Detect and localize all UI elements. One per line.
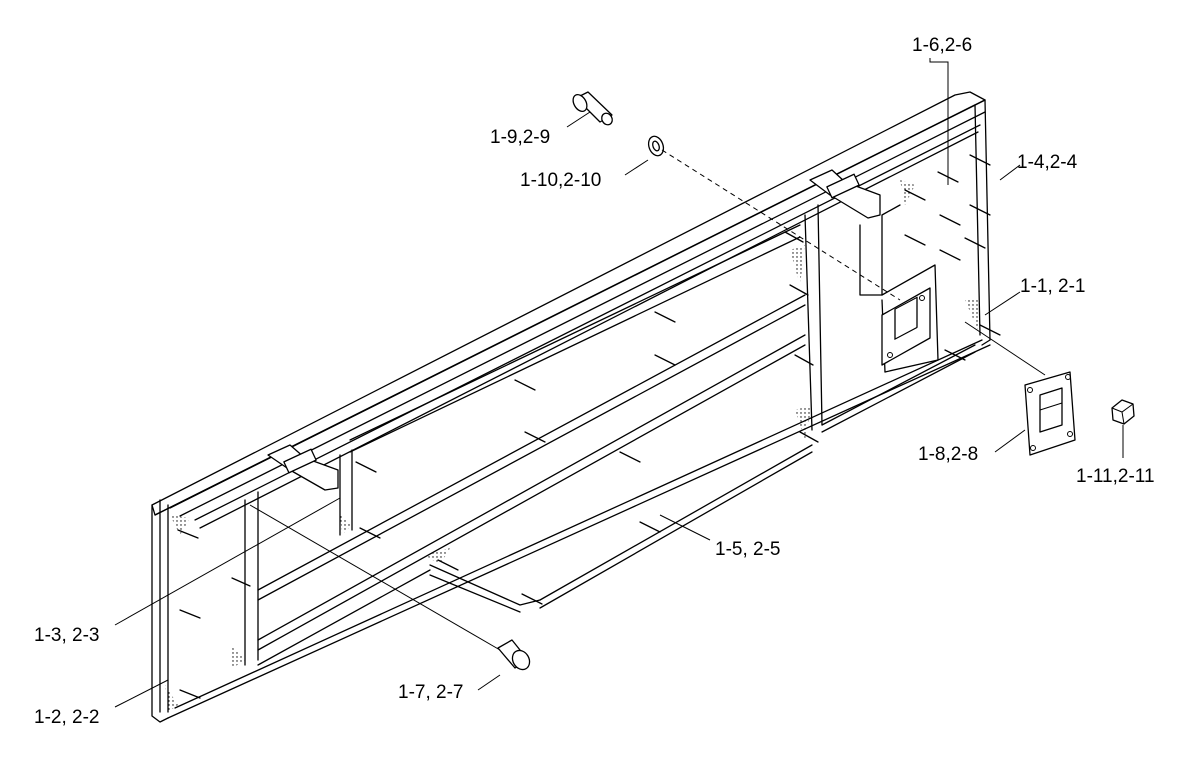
nut-part [1111, 399, 1135, 425]
panel-gasket [881, 287, 931, 366]
inner-ribs [244, 204, 976, 666]
washer-part [647, 135, 665, 157]
callout-labels: 1-6,2-6 1-9,2-9 1-10,2-10 1-4,2-4 1-1, 2… [34, 35, 1155, 728]
hinge-left [267, 444, 339, 491]
callout-label: 1-6,2-6 [912, 35, 972, 56]
leader-lines [114, 58, 1124, 708]
callout-label: 1-3, 2-3 [34, 625, 99, 646]
callout-label: 1-10,2-10 [520, 170, 601, 191]
studs [177, 154, 1001, 699]
callout-label: 1-2, 2-2 [34, 707, 99, 728]
gasket-plate-part [1024, 371, 1076, 456]
callout-label: 1-5, 2-5 [715, 539, 780, 560]
plug-part [497, 639, 531, 671]
callout-label: 1-11,2-11 [1076, 466, 1155, 487]
pin-part [572, 91, 613, 126]
callout-label: 1-8,2-8 [918, 444, 978, 465]
callout-label: 1-4,2-4 [1017, 152, 1078, 173]
callout-label: 1-1, 2-1 [1020, 276, 1085, 297]
callout-label: 1-7, 2-7 [398, 682, 463, 703]
stippled-corners [165, 180, 980, 712]
callout-label: 1-9,2-9 [490, 127, 550, 148]
hinge-right [809, 169, 881, 219]
